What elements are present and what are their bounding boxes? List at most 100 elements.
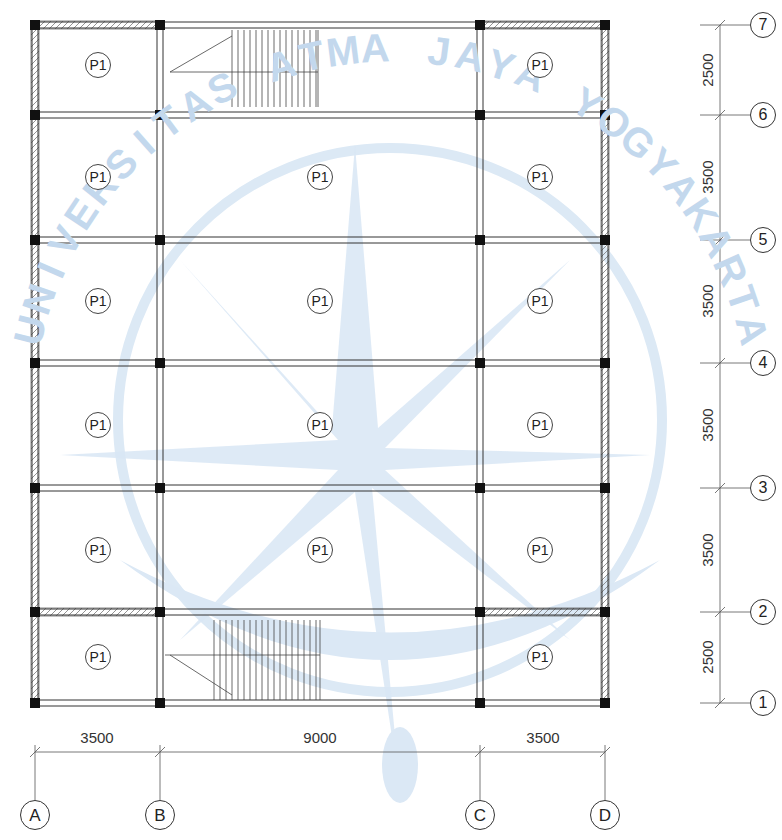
watermark-letter: A	[452, 34, 489, 79]
grid-bubble: C	[465, 800, 495, 830]
watermark-letter: V	[41, 220, 89, 263]
marker-text: P1	[311, 170, 328, 184]
grid-bubble: B	[145, 800, 175, 830]
slab-type-marker: P1	[307, 412, 333, 438]
marker-text: P1	[89, 418, 106, 432]
slab-type-marker: P1	[85, 164, 111, 190]
marker-text: P1	[531, 418, 548, 432]
marker-text: P1	[311, 294, 328, 308]
dimension-line	[700, 20, 750, 708]
dimension-text: 2500	[700, 640, 715, 673]
slab-type-marker: P1	[85, 644, 111, 670]
marker-text: P1	[531, 543, 548, 557]
watermark-letter: A	[262, 41, 301, 88]
marker-text: P1	[531, 294, 548, 308]
watermark-letter: Y	[566, 80, 610, 128]
slab-type-marker: P1	[527, 288, 553, 314]
slab-type-marker: P1	[527, 412, 553, 438]
watermark-letter: I	[126, 124, 161, 161]
beam-line	[32, 22, 608, 706]
watermark-letter: A	[693, 219, 742, 264]
slab-type-marker: P1	[307, 164, 333, 190]
column	[30, 20, 610, 708]
watermark-letter: Y	[637, 141, 684, 188]
marker-text: P1	[89, 294, 106, 308]
watermark-tail	[382, 727, 418, 803]
marker-text: B	[154, 807, 165, 824]
watermark-letter: Y	[482, 42, 519, 88]
dimension-text: 3500	[526, 730, 559, 745]
marker-text: 1	[759, 695, 768, 711]
slab-type-marker: P1	[85, 537, 111, 563]
marker-text: P1	[89, 170, 106, 184]
watermark-letter: U	[7, 311, 53, 349]
dimension-text: 3500	[700, 408, 715, 441]
dimension-text: 9000	[303, 730, 336, 745]
watermark-letter: M	[324, 29, 362, 73]
watermark-letter	[239, 55, 264, 96]
watermark-letter: I	[30, 257, 71, 283]
grid-bubble: 7	[750, 12, 776, 38]
marker-text: C	[474, 807, 486, 824]
marker-text: P1	[531, 650, 548, 664]
watermark-letter: G	[613, 117, 663, 168]
dimension-text: 3500	[700, 160, 715, 193]
marker-text: 3	[759, 480, 768, 496]
watermark-letter: E	[57, 192, 105, 236]
grid-bubble: D	[590, 800, 620, 830]
watermark-letter: A	[729, 311, 775, 349]
slab-type-marker: P1	[85, 412, 111, 438]
slab-type-marker: P1	[527, 52, 553, 78]
marker-text: 4	[759, 355, 768, 371]
watermark-letter: A	[360, 28, 391, 69]
marker-text: 6	[759, 107, 768, 123]
dimension-text: 3500	[700, 533, 715, 566]
grid-bubble: 5	[750, 227, 776, 253]
grid-bubble: 4	[750, 350, 776, 376]
marker-text: P1	[311, 418, 328, 432]
dimension-text: 2500	[700, 53, 715, 86]
marker-text: D	[599, 807, 611, 824]
watermark-letter: N	[15, 279, 62, 319]
slab-type-marker: P1	[527, 164, 553, 190]
marker-text: P1	[531, 58, 548, 72]
watermark-letter: K	[676, 191, 725, 237]
watermark-letter	[400, 28, 413, 68]
marker-text: 2	[759, 604, 768, 620]
slab-type-marker: P1	[527, 537, 553, 563]
marker-text: P1	[531, 170, 548, 184]
grid-bubble: 2	[750, 599, 776, 625]
grid-bubble: 3	[750, 475, 776, 501]
marker-text: P1	[89, 650, 106, 664]
stair	[165, 620, 320, 700]
watermark-letter: T	[720, 281, 766, 317]
dimension-text: 3500	[700, 284, 715, 317]
watermark-letter	[546, 68, 574, 109]
stair	[170, 30, 318, 107]
marker-text: P1	[89, 58, 106, 72]
dimension-text: 3500	[80, 730, 113, 745]
watermark-letter: J	[425, 30, 452, 73]
marker-text: P1	[311, 543, 328, 557]
watermark-letter: O	[589, 97, 638, 148]
watermark-letter: T	[296, 34, 328, 78]
slab-type-marker: P1	[527, 644, 553, 670]
watermark-letter: A	[172, 79, 218, 128]
slab-type-marker: P1	[85, 52, 111, 78]
watermark-star	[60, 145, 650, 790]
marker-text: P1	[89, 543, 106, 557]
marker-text: A	[29, 807, 40, 824]
slab-type-marker: P1	[307, 288, 333, 314]
grid-bubble: 1	[750, 690, 776, 716]
slab-type-marker: P1	[85, 288, 111, 314]
watermark-letter: S	[201, 65, 243, 113]
marker-text: 7	[759, 17, 768, 33]
marker-text: 5	[759, 232, 768, 248]
grid-bubble: A	[20, 800, 50, 830]
grid-bubble: 6	[750, 102, 776, 128]
watermark-hands	[120, 560, 660, 660]
dimension-line	[30, 745, 610, 800]
